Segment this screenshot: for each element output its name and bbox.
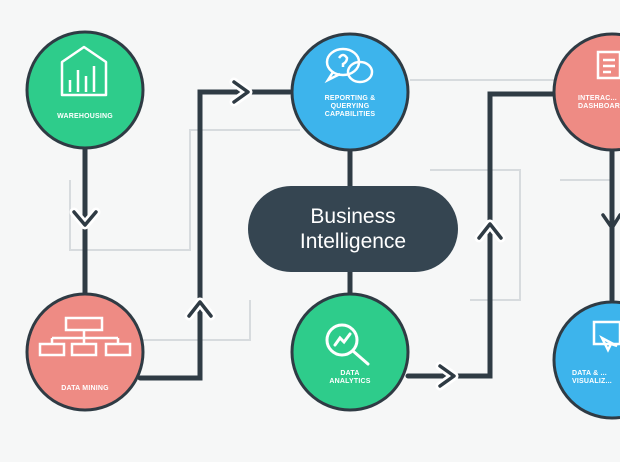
- dashboard-icon: [596, 50, 620, 80]
- data-analytics-label: Data Analytics: [329, 370, 371, 385]
- magnifier-icon: [325, 323, 370, 366]
- background-grid: [69, 79, 610, 341]
- warehousing-label: Warehousing: [57, 113, 113, 120]
- reporting-label: Reporting & Querying Capabilities: [324, 95, 376, 118]
- node-data-analytics: [290, 292, 410, 412]
- node-reporting: [290, 32, 410, 152]
- data-mining-label: Data Mining: [61, 385, 109, 392]
- node-visualization: [552, 300, 620, 420]
- chat-question-icon: [324, 47, 374, 84]
- center-title-line1: Business: [310, 205, 396, 228]
- node-data-mining: [25, 292, 145, 412]
- node-warehousing: [25, 30, 145, 150]
- center-title-line2: Intelligence: [299, 230, 407, 253]
- center-title: Business Intelligence: [248, 186, 458, 272]
- chart-cursor-icon: [592, 320, 620, 353]
- hierarchy-icon: [38, 316, 132, 357]
- visualization-label: Data & ... Visualiz...: [572, 370, 612, 385]
- warehouse-chart-icon: [60, 45, 108, 97]
- center-pill: [248, 186, 458, 272]
- node-interactive-dashboards: [552, 32, 620, 152]
- interactive-dashboards-label: Interac... Dashboards: [578, 95, 620, 110]
